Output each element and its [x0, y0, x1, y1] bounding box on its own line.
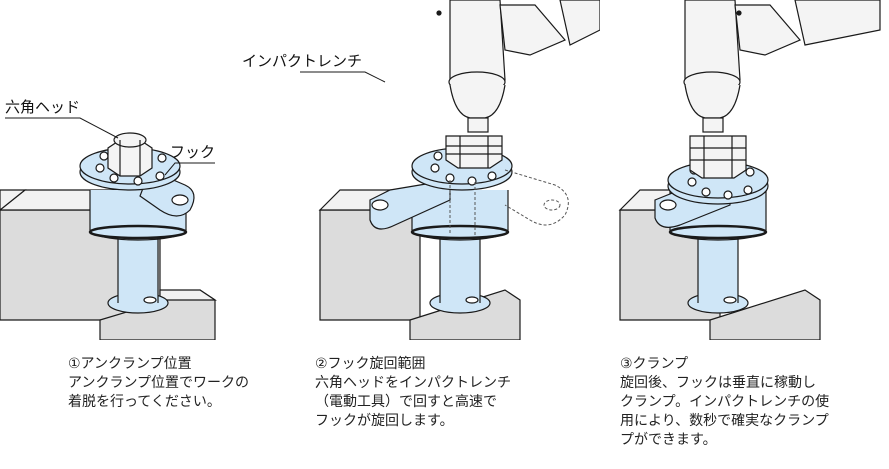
hex-head-label: 六角ヘッド: [5, 98, 81, 116]
hex-head: [107, 132, 153, 177]
hex-head: [445, 135, 503, 169]
caption-unclamp: ①アンクランプ位置 アンクランプ位置でワークの 着脱を行ってください。: [68, 355, 249, 412]
caption-line: プができます。: [620, 432, 717, 448]
hook-label: フック: [170, 143, 216, 161]
unclamp-illustration: [0, 117, 217, 340]
rotation-range-outline: [449, 169, 569, 235]
clamp-illustration: [618, 0, 881, 340]
caption-line: 用により、数秒で確実なクランプ: [620, 413, 829, 429]
rotation-illustration: [300, 0, 600, 340]
base-block: [409, 289, 521, 340]
base-block: [709, 289, 821, 340]
caption-line: 着脱を行ってください。: [68, 394, 221, 410]
caption-line: アンクランプ位置でワークの: [68, 375, 250, 391]
caption-line: フックが旋回します。: [315, 413, 454, 429]
caption-clamp: ③クランプ 旋回後、フックは垂直に稼動し クランプ。インパクトレンチの使 用によ…: [620, 355, 829, 450]
callout-leaders: [5, 117, 215, 176]
callout-leaders: [300, 71, 386, 83]
caption-title: ①アンクランプ位置: [68, 356, 192, 372]
caption-line: 六角ヘッドをインパクトレンチ: [315, 375, 511, 391]
caption-title: ③クランプ: [620, 356, 689, 372]
caption-line: （電動工具）で回すと高速で: [315, 394, 497, 410]
caption-title: ②フック旋回範囲: [315, 356, 426, 372]
base-block: [99, 289, 217, 340]
caption-line: クランプ。インパクトレンチの使: [620, 394, 830, 410]
hex-head: [689, 135, 747, 179]
panel-hook-rotation: インパクトレンチ ②フック旋回範囲 六角ヘッドをインパクトレンチ （電動工具）で…: [242, 0, 600, 469]
impact-wrench-label: インパクトレンチ: [242, 52, 363, 70]
impact-wrench: [436, 0, 600, 133]
caption-line: 旋回後、フックは垂直に稼動し: [620, 375, 816, 391]
caption-hook-rotation: ②フック旋回範囲 六角ヘッドをインパクトレンチ （電動工具）で回すと高速で フッ…: [315, 355, 511, 431]
panel-clamp: ③クランプ 旋回後、フックは垂直に稼動し クランプ。インパクトレンチの使 用によ…: [600, 0, 889, 469]
impact-wrench: [683, 0, 881, 133]
panel-unclamp: 六角ヘッド フック ①アンクランプ位置 アンクランプ位置でワークの 着脱を行って…: [0, 0, 270, 469]
